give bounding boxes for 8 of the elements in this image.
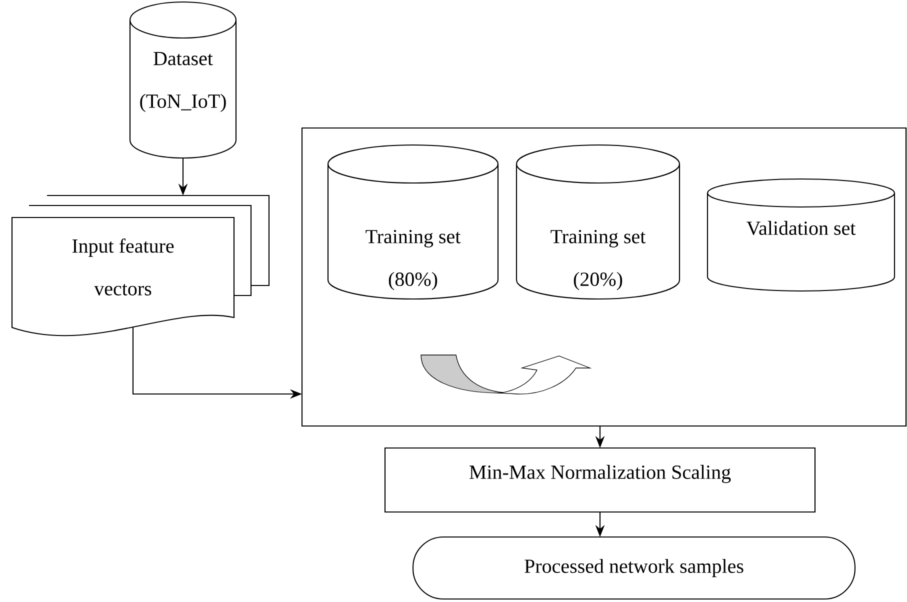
- container-box: [301, 127, 907, 427]
- cylinder: Training set (80%): [327, 144, 499, 300]
- node-label: Validation set: [746, 220, 856, 236]
- document-stack: Input feature vectors: [11, 194, 270, 336]
- cylinder: Validation set: [706, 178, 896, 292]
- cylinder: Training set (20%): [516, 144, 680, 300]
- cylinder: Dataset (ToN_IoT): [129, 1, 237, 159]
- process-box: Min-Max Normalization Scaling: [384, 447, 816, 513]
